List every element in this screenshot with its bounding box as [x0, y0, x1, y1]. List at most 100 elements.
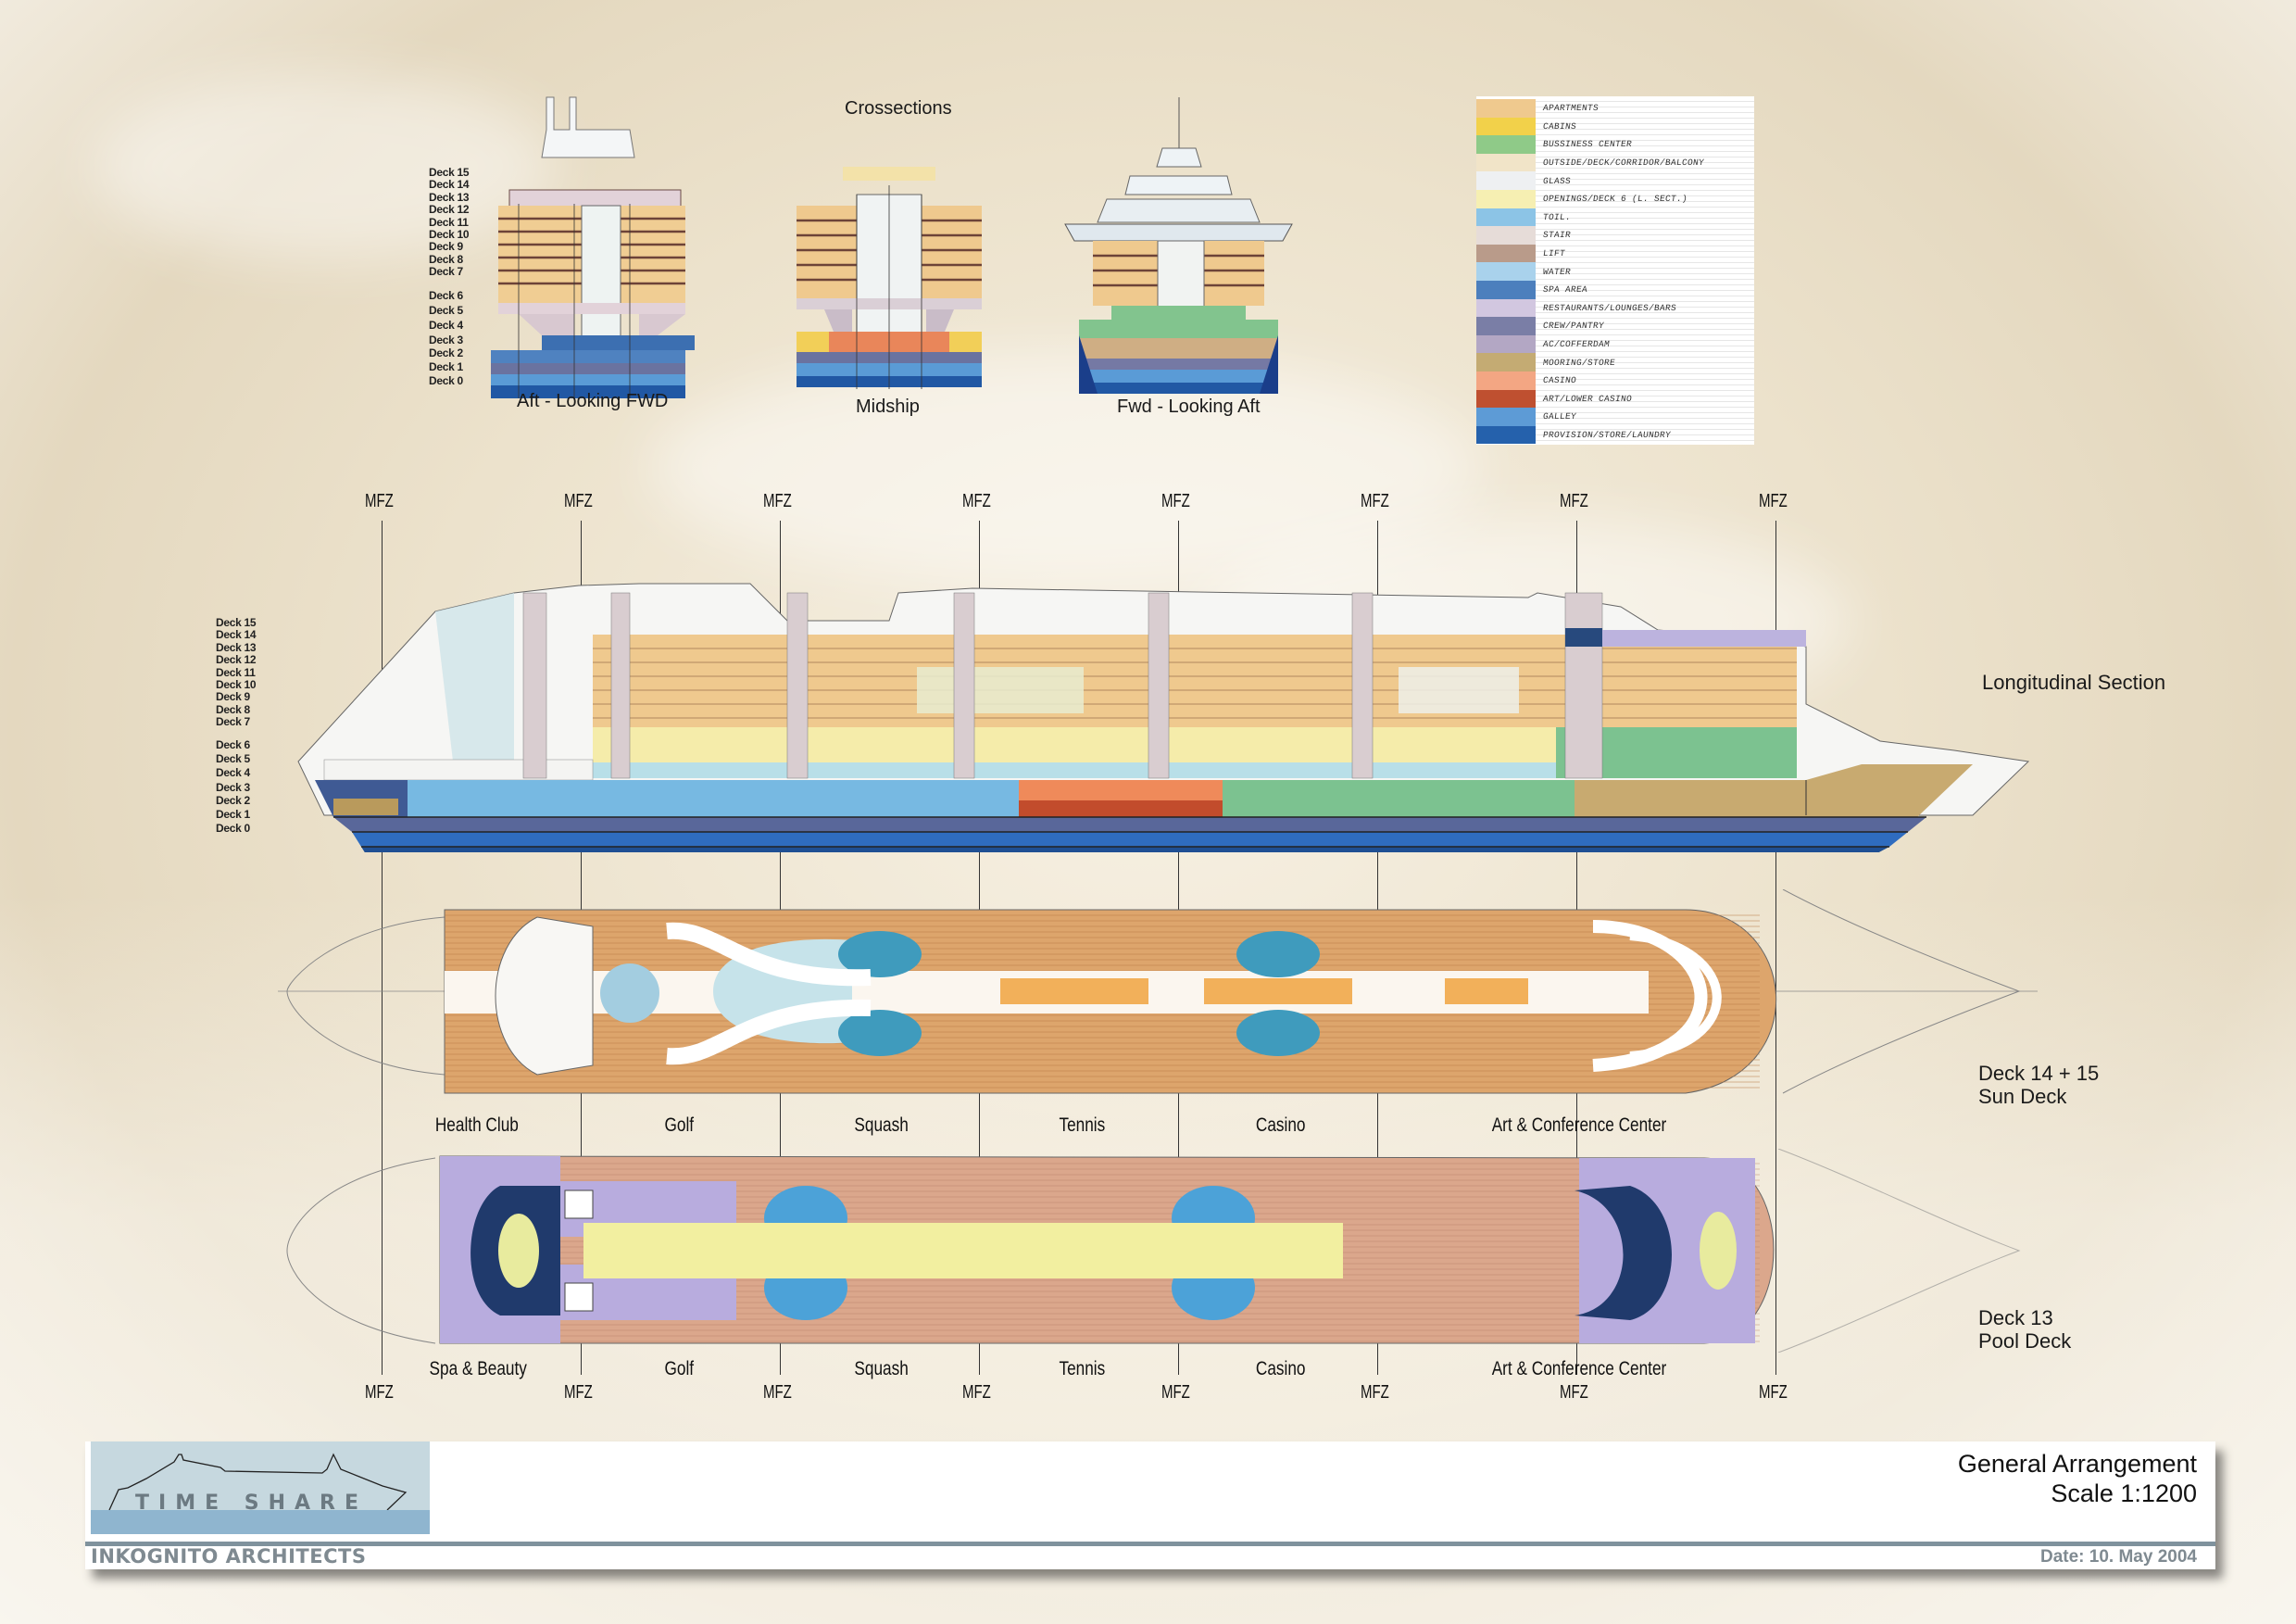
legend-label: BUSSINESS CENTER: [1542, 139, 1633, 150]
longitudinal-section-title: Longitudinal Section: [1982, 671, 2166, 694]
legend-swatch: [1476, 353, 1536, 371]
mfz-label-bottom: MFZ: [1161, 1382, 1190, 1403]
legend-item: GALLEY: [1476, 408, 1754, 426]
deck-label: Deck 10: [216, 677, 257, 691]
deck-label: Deck 3: [429, 333, 463, 346]
logo-water: [91, 1510, 430, 1534]
pool-deck-zone-art-conference: Art & Conference Center: [1491, 1358, 1667, 1379]
legend-label: MOORING/STORE: [1542, 357, 1616, 368]
longitudinal-deck-labels: Deck 15 Deck 14 Deck 13 Deck 12 Deck 11 …: [216, 616, 257, 835]
legend-swatch: [1476, 153, 1536, 172]
legend-swatch: [1476, 317, 1536, 335]
sun-deck-title-line1: Deck 14 + 15: [1978, 1062, 2100, 1085]
background-cloud: [93, 74, 556, 259]
pool-deck-zone-spa-beauty: Spa & Beauty: [429, 1358, 527, 1379]
mfz-label-top: MFZ: [564, 491, 593, 511]
legend-swatch: [1476, 298, 1536, 318]
deck-label: Deck 6: [216, 737, 250, 751]
legend-swatch: [1476, 135, 1536, 154]
legend-label: PROVISION/STORE/LAUNDRY: [1542, 430, 1672, 441]
legend-label: CASINO: [1542, 375, 1577, 386]
legend-label: SPA AREA: [1542, 284, 1588, 296]
legend-swatch: [1476, 244, 1536, 263]
time-share-logo: TIME SHARE: [91, 1441, 430, 1534]
deck-label: Deck 11: [216, 665, 256, 679]
legend-label: ART/LOWER CASINO: [1542, 393, 1633, 404]
company-name: INKOGNITO ARCHITECTS: [91, 1545, 367, 1567]
legend-swatch: [1476, 99, 1536, 118]
legend-swatch: [1476, 389, 1536, 409]
mfz-label-top: MFZ: [365, 491, 394, 511]
deck-label: Deck 6: [429, 288, 463, 302]
deck-label: Deck 11: [429, 215, 469, 229]
legend-swatch: [1476, 208, 1536, 227]
legend-swatch: [1476, 371, 1536, 390]
ship-silhouette-icon: [108, 1453, 408, 1511]
legend-item: LIFT: [1476, 244, 1754, 263]
legend-item: PROVISION/STORE/LAUNDRY: [1476, 425, 1754, 445]
sun-deck-zone-golf: Golf: [664, 1114, 695, 1136]
crossection-midship-drawing: [797, 167, 982, 389]
sun-deck-title-line2: Sun Deck: [1978, 1085, 2067, 1108]
sun-deck-zone-tennis: Tennis: [1059, 1114, 1106, 1136]
deck-label: Deck 9: [429, 240, 463, 254]
pool-deck-plan: [286, 1149, 2021, 1353]
deck-label: Deck 2: [429, 346, 463, 360]
drawing-title: General Arrangement Scale 1:1200: [1958, 1449, 2197, 1508]
legend-item: SPA AREA: [1476, 281, 1754, 299]
legend-label: STAIR: [1542, 230, 1572, 241]
mfz-label-bottom: MFZ: [962, 1382, 991, 1403]
deck-label: Deck 8: [429, 252, 463, 266]
deck-label: Deck 5: [429, 303, 463, 317]
deck-label: Deck 4: [216, 766, 250, 780]
legend-label: AC/COFFERDAM: [1542, 339, 1611, 350]
sun-deck-plan: [278, 889, 2038, 1094]
legend-label: GALLEY: [1542, 411, 1577, 422]
legend-item: BUSSINESS CENTER: [1476, 135, 1754, 154]
mfz-label-top: MFZ: [1161, 491, 1190, 511]
legend-swatch: [1476, 425, 1536, 445]
mfz-label-bottom: MFZ: [763, 1382, 792, 1403]
legend-swatch: [1476, 408, 1536, 426]
mfz-line: [1775, 521, 1776, 1375]
title-block-divider: [85, 1542, 2215, 1546]
pool-deck-zone-squash: Squash: [854, 1358, 909, 1379]
legend-swatch: [1476, 171, 1536, 190]
pool-deck-title: Deck 13 Pool Deck: [1978, 1306, 2071, 1353]
legend-item: OPENINGS/DECK 6 (L. SECT.): [1476, 190, 1754, 208]
sun-deck-title: Deck 14 + 15 Sun Deck: [1978, 1062, 2099, 1108]
crossection-fwd-label: Fwd - Looking Aft: [1117, 397, 1261, 417]
longitudinal-section-drawing: [297, 583, 2030, 852]
legend-label: TOIL.: [1542, 211, 1572, 222]
title-block: TIME SHARE INKOGNITO ARCHITECTS General …: [85, 1441, 2215, 1569]
legend-item: APARTMENTS: [1476, 99, 1754, 118]
deck-label: Deck 0: [429, 373, 463, 387]
background-cloud: [648, 352, 1482, 584]
drawing-title-text: General Arrangement: [1957, 1450, 2197, 1478]
legend-label: CREW/PANTRY: [1542, 321, 1605, 332]
deck-label: Deck 7: [429, 265, 463, 279]
deck-label: Deck 2: [216, 794, 250, 808]
legend-label: OUTSIDE/DECK/CORRIDOR/BALCONY: [1542, 157, 1705, 169]
mfz-label-top: MFZ: [1361, 491, 1389, 511]
legend-item: CREW/PANTRY: [1476, 317, 1754, 335]
pool-deck-title-line1: Deck 13: [1978, 1306, 2053, 1329]
deck-label: Deck 0: [216, 821, 250, 835]
logo-text: TIME SHARE: [135, 1492, 369, 1515]
legend-label: WATER: [1542, 266, 1572, 277]
legend-item: GLASS: [1476, 171, 1754, 190]
legend-label: LIFT: [1542, 248, 1566, 259]
deck-label: Deck 5: [216, 751, 250, 765]
crossection-deck-labels: Deck 15 Deck 14 Deck 13 Deck 12 Deck 11 …: [429, 166, 470, 387]
crossection-midship-label: Midship: [856, 397, 920, 417]
sun-deck-zone-casino: Casino: [1255, 1114, 1306, 1136]
legend-item: OUTSIDE/DECK/CORRIDOR/BALCONY: [1476, 153, 1754, 172]
deck-label: Deck 7: [216, 715, 250, 729]
deck-label: Deck 1: [429, 360, 463, 374]
mfz-label-top: MFZ: [1759, 491, 1788, 511]
mfz-label-bottom: MFZ: [1361, 1382, 1389, 1403]
crossections-title: Crossections: [845, 98, 952, 119]
crossection-fwd-drawing: [1064, 97, 1293, 394]
mfz-label-bottom: MFZ: [1560, 1382, 1588, 1403]
